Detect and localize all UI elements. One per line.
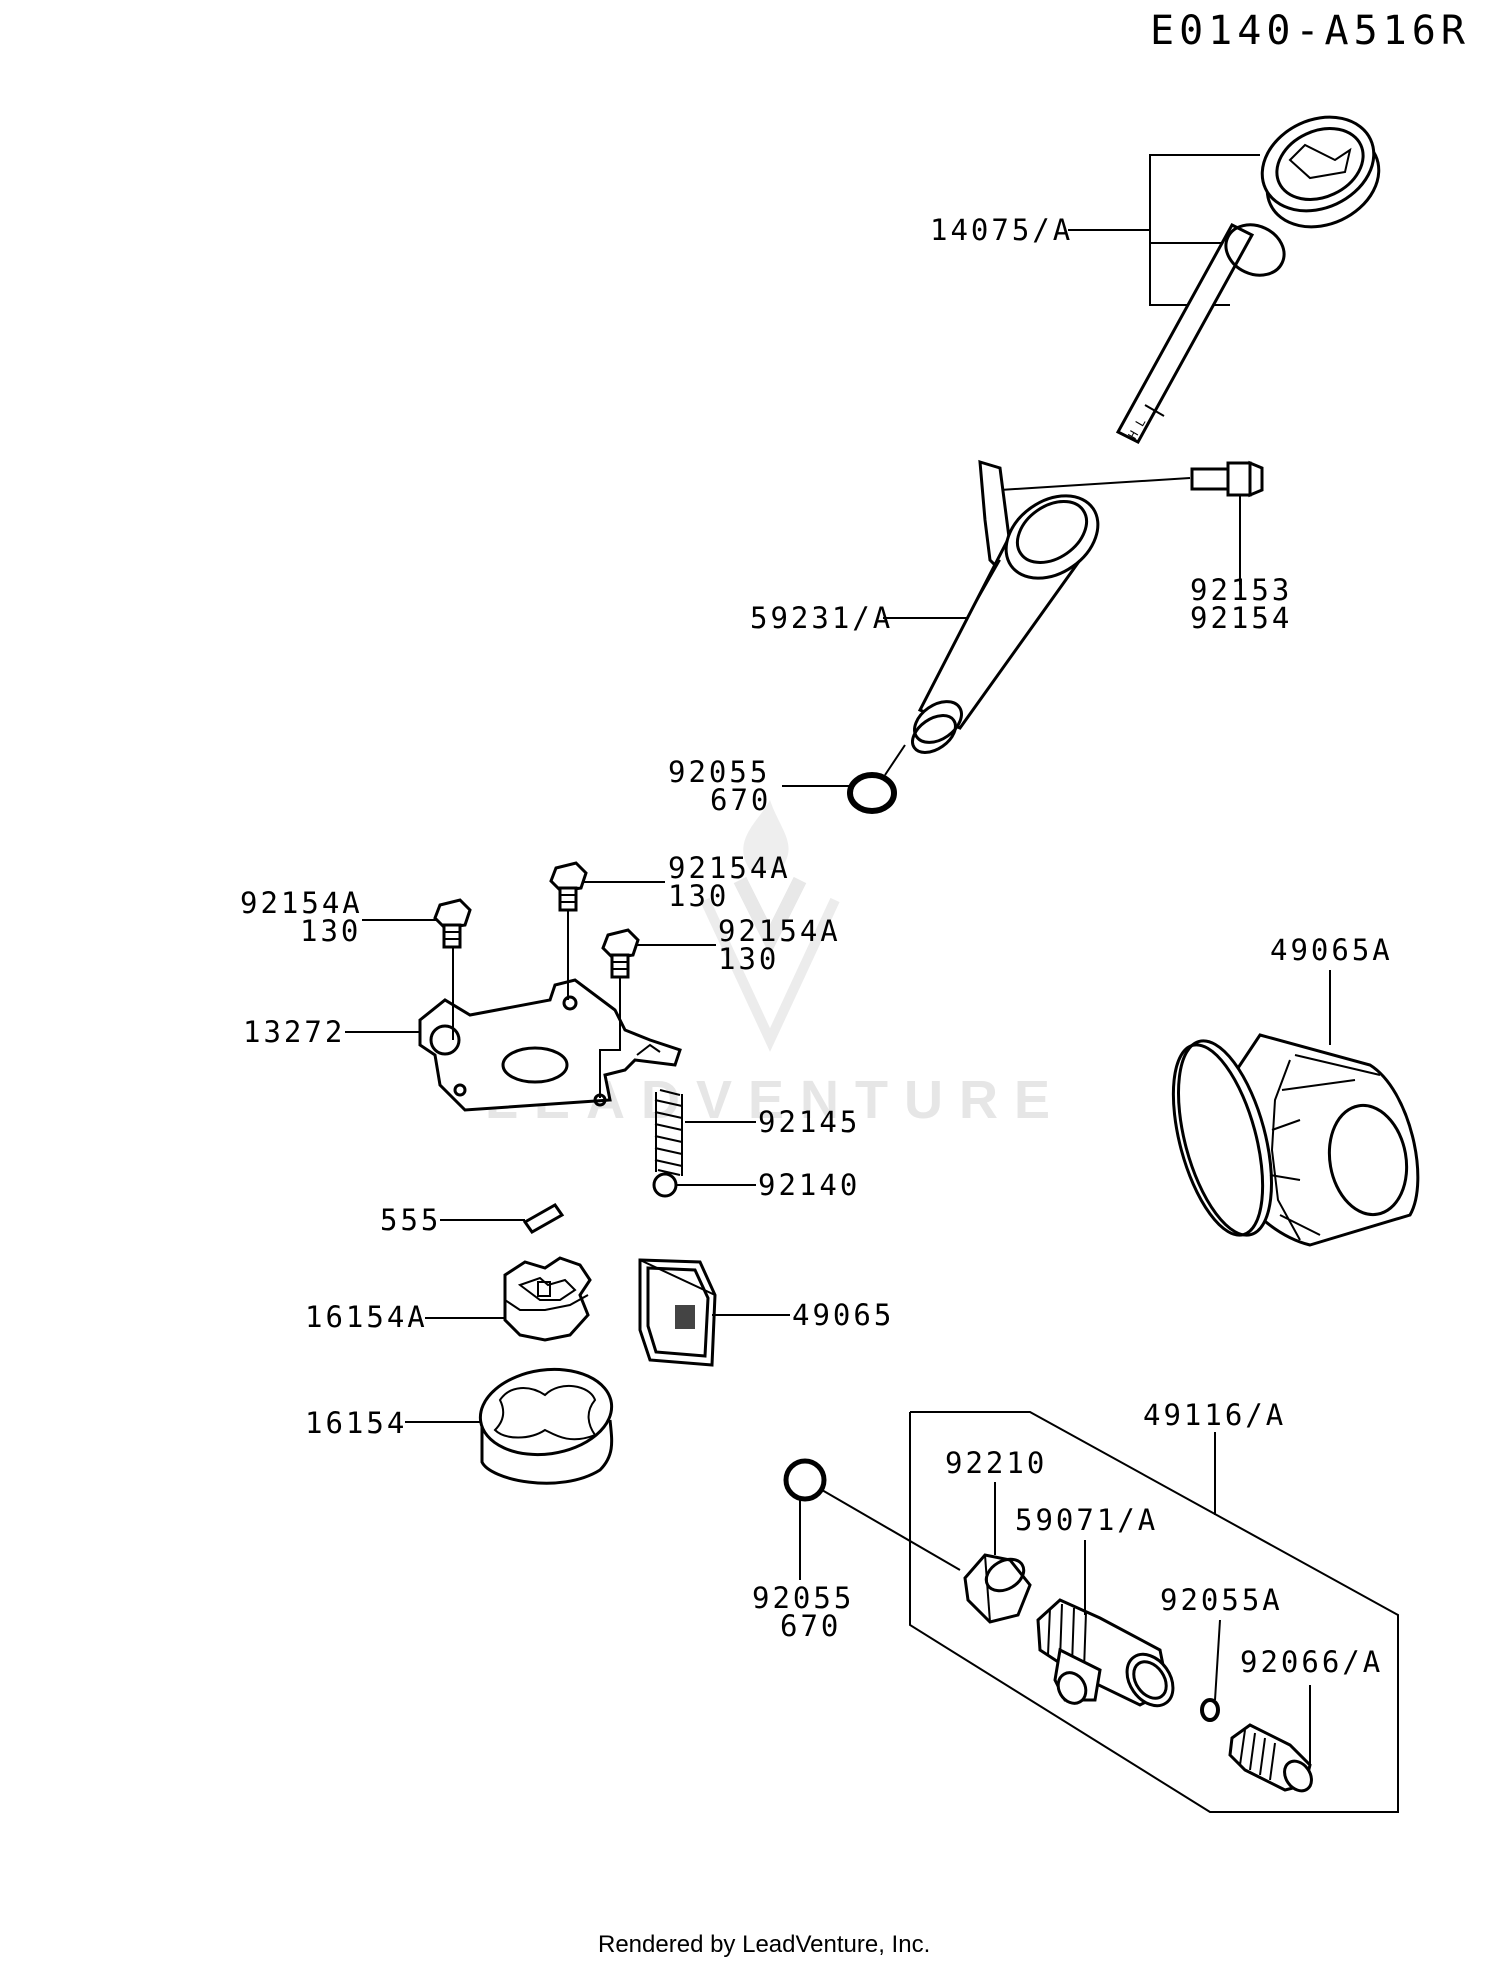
part-oil-filter[interactable] — [1156, 1031, 1420, 1247]
label-92154A-2a: 92154A — [668, 851, 791, 885]
label-92154A-1b: 130 — [300, 914, 361, 948]
label-92154A-2b: 130 — [668, 879, 729, 913]
label-555: 555 — [380, 1203, 441, 1237]
part-outer-rotor[interactable] — [475, 1361, 617, 1485]
label-92066: 92066/A — [1240, 1645, 1383, 1679]
label-16154: 16154 — [305, 1406, 407, 1440]
label-92154A-1a: 92154A — [240, 886, 363, 920]
label-59231: 59231/A — [750, 601, 893, 635]
bolt-2[interactable] — [549, 861, 588, 912]
label-92154A-3a: 92154A — [718, 914, 841, 948]
label-49065A: 49065A — [1270, 933, 1393, 967]
part-spring[interactable] — [654, 1089, 683, 1176]
part-pin[interactable] — [522, 1203, 565, 1234]
part-92210-nut[interactable] — [963, 1553, 1032, 1624]
label-14075: 14075/A — [930, 213, 1073, 247]
bolt-3[interactable] — [601, 928, 640, 979]
label-92210: 92210 — [945, 1446, 1047, 1480]
label-49116: 49116/A — [1143, 1398, 1286, 1432]
label-92055-bot-a: 92055 — [752, 1581, 854, 1615]
part-inner-rotor[interactable] — [503, 1256, 592, 1342]
footer-credit: Rendered by LeadVenture, Inc. — [598, 1931, 930, 1958]
label-92055-top-a: 92055 — [668, 755, 770, 789]
part-92055A-oring[interactable] — [1200, 1698, 1220, 1722]
diagram-code: E0140-A516R — [1150, 8, 1470, 54]
label-92055-top-b: 670 — [710, 783, 771, 817]
label-92145: 92145 — [758, 1105, 860, 1139]
label-92055A: 92055A — [1160, 1583, 1283, 1617]
label-92140: 92140 — [758, 1168, 860, 1202]
bolt-1[interactable] — [433, 898, 472, 949]
part-drain-kit[interactable] — [909, 1411, 1399, 1813]
part-oring-top[interactable] — [847, 772, 897, 814]
part-59071-valve[interactable] — [1036, 1598, 1182, 1714]
part-oring-bottom[interactable] — [783, 1458, 827, 1502]
label-16154A: 16154A — [305, 1300, 428, 1334]
part-dipstick-cap[interactable]: H L — [1068, 100, 1394, 444]
label-13272: 13272 — [243, 1015, 345, 1049]
part-92066-plug[interactable] — [1228, 1723, 1317, 1796]
part-pump-plate[interactable] — [418, 861, 682, 1112]
label-92055-bot-b: 670 — [780, 1609, 841, 1643]
part-ball[interactable] — [652, 1172, 678, 1198]
label-49065: 49065 — [792, 1298, 894, 1332]
label-92154A-3b: 130 — [718, 942, 779, 976]
part-filler-tube[interactable] — [906, 459, 1264, 760]
label-59071: 59071/A — [1015, 1503, 1158, 1537]
part-oil-screen[interactable] — [638, 1258, 717, 1367]
label-92154: 92154 — [1190, 601, 1292, 635]
label-92153: 92153 — [1190, 573, 1292, 607]
